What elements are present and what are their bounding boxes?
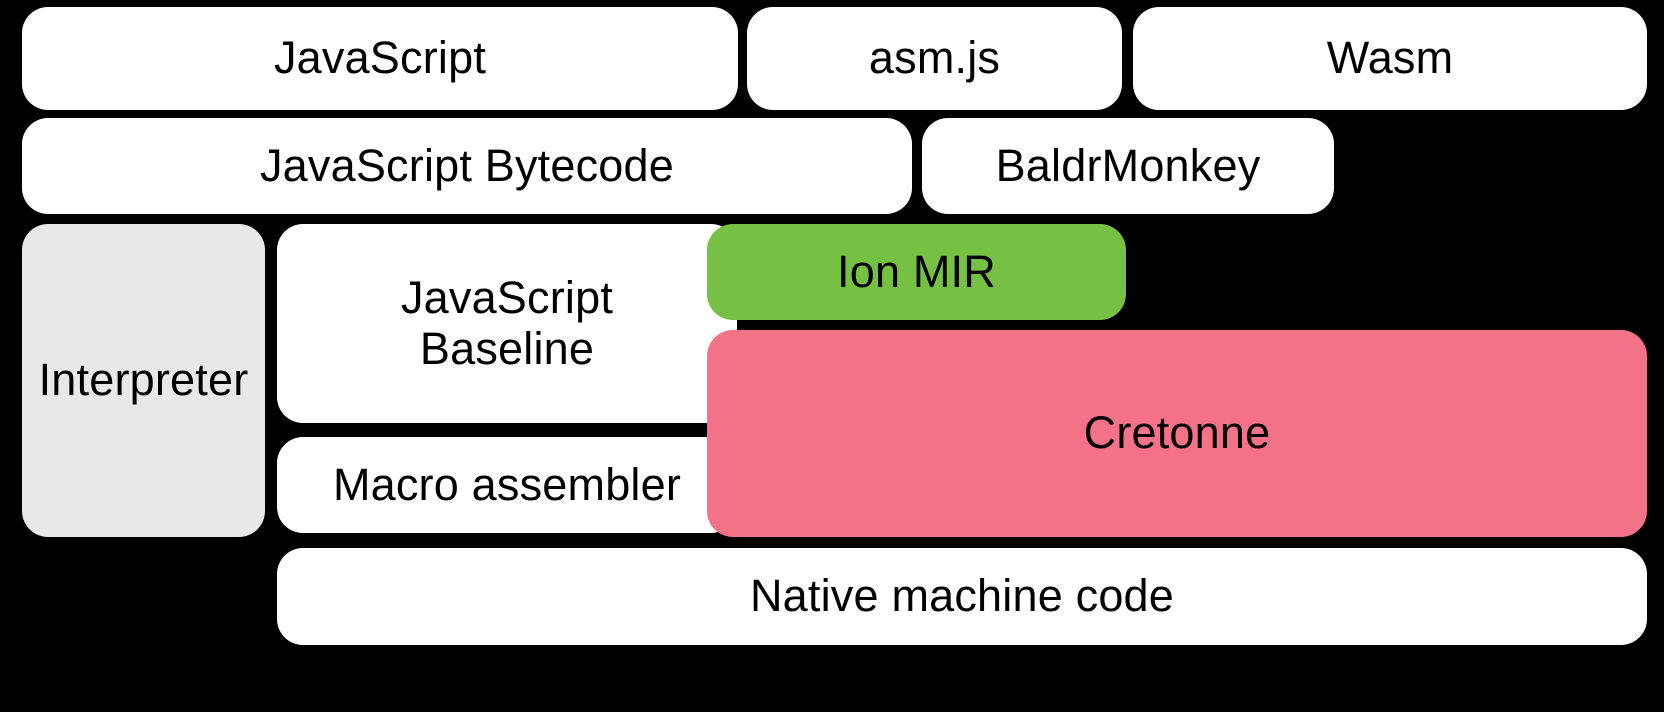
node-javascript[interactable]: JavaScript (22, 7, 738, 110)
node-macro-assembler[interactable]: Macro assembler (277, 437, 737, 533)
node-native-machine-code[interactable]: Native machine code (277, 548, 1647, 645)
node-wasm[interactable]: Wasm (1133, 7, 1647, 110)
node-asmjs[interactable]: asm.js (747, 7, 1122, 110)
node-interpreter[interactable]: Interpreter (22, 224, 265, 537)
node-javascript-baseline[interactable]: JavaScript Baseline (277, 224, 737, 423)
node-baldrmonkey[interactable]: BaldrMonkey (922, 118, 1334, 214)
node-ion-mir[interactable]: Ion MIR (707, 224, 1126, 320)
node-cretonne[interactable]: Cretonne (707, 330, 1647, 537)
node-javascript-bytecode[interactable]: JavaScript Bytecode (22, 118, 912, 214)
